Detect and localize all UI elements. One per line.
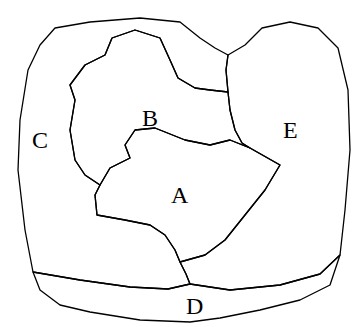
region-border	[180, 22, 350, 290]
region-letter: B	[142, 106, 158, 130]
region-letter: A	[171, 183, 188, 207]
region-border	[95, 128, 280, 262]
region-letter: D	[186, 294, 203, 318]
region-letter: E	[283, 118, 298, 142]
region-letter: C	[32, 128, 48, 152]
region-border	[70, 30, 250, 185]
region-border	[33, 255, 340, 322]
region-border	[18, 18, 228, 289]
